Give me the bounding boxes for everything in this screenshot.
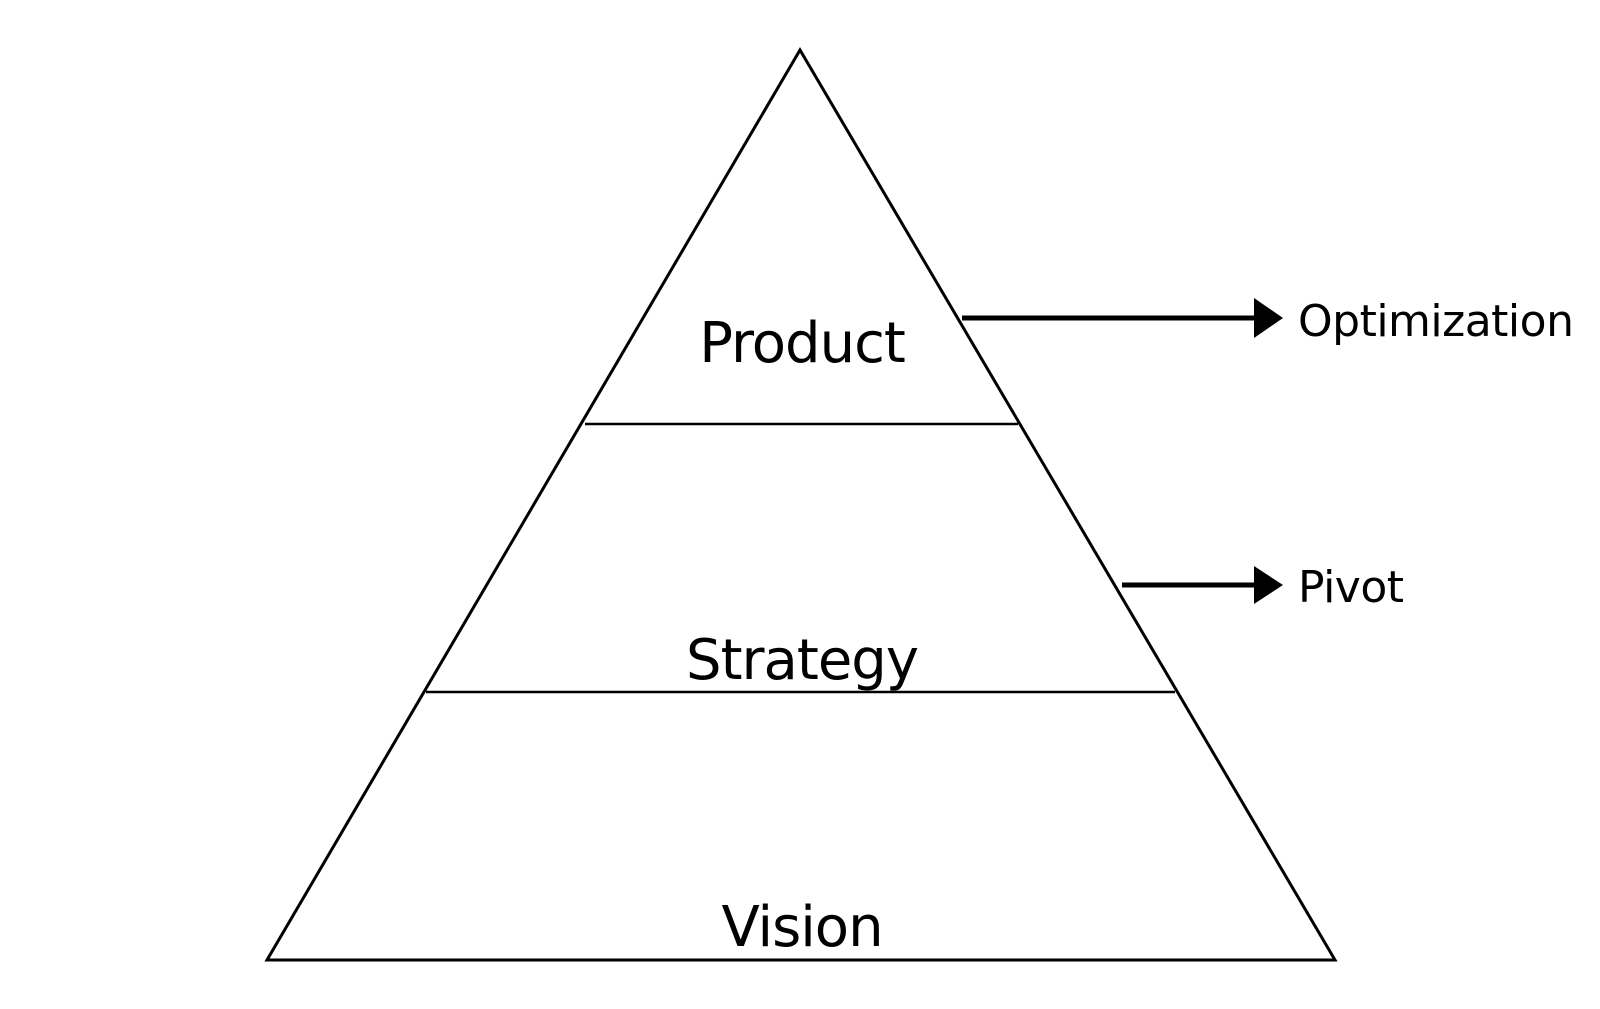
arrow-label-pivot: Pivot	[1298, 562, 1404, 613]
arrow-label-optimization: Optimization	[1298, 296, 1573, 347]
pyramid-outline	[264, 47, 1338, 962]
pivot-arrow	[1122, 566, 1283, 604]
optimization-arrow	[962, 298, 1283, 338]
layer-label-strategy: Strategy	[686, 628, 918, 693]
arrow-right-icon	[1254, 566, 1283, 604]
layer-label-vision: Vision	[721, 895, 882, 960]
layer-label-product: Product	[699, 311, 905, 376]
arrow-right-icon	[1254, 298, 1283, 338]
